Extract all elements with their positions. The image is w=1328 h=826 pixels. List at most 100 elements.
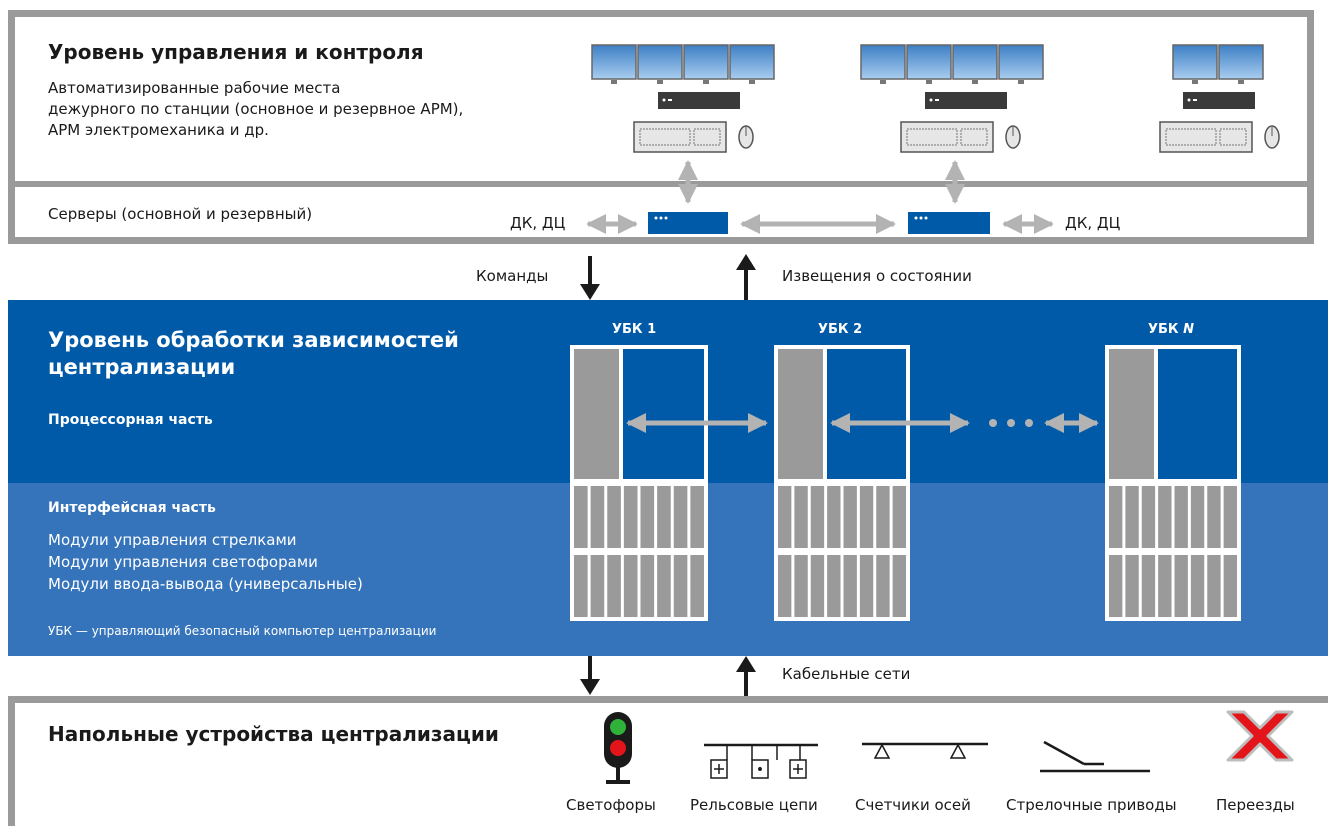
servers-label: Серверы (основной и резервный) [48, 205, 313, 223]
ubk-n-label: УБК N [1148, 322, 1194, 337]
workstation-3 [1159, 44, 1280, 153]
io-module-slot [876, 555, 890, 617]
io-module-slot [590, 555, 605, 617]
processing-level-title: Уровень обработки зависимостей централиз… [48, 327, 459, 381]
io-module-slot [794, 555, 808, 617]
device-label-signals: Светофоры [566, 796, 656, 814]
cables-label: Кабельные сети [782, 665, 911, 683]
io-module-slot [690, 555, 704, 617]
field-devices-frame [8, 696, 1328, 826]
io-module-slot [1174, 555, 1188, 617]
io-module-slot [640, 555, 655, 617]
dk-dc-left-label: ДК, ДЦ [510, 214, 566, 232]
io-module-slot [1109, 555, 1123, 617]
workstation-1 [591, 44, 775, 153]
io-module-slot [892, 486, 906, 548]
status-label: Извещения о состоянии [782, 267, 972, 285]
io-module-slot [1207, 555, 1221, 617]
ubk-n-suffix: N [1183, 322, 1194, 337]
device-label-track-circuits: Рельсовые цепи [690, 796, 818, 814]
processing-title-line-1: Уровень обработки зависимостей [48, 328, 459, 352]
module-line-3: Модули ввода-вывода (универсальные) [48, 575, 363, 593]
io-module-slot [623, 486, 638, 548]
io-module-slot [1223, 555, 1237, 617]
io-module-slot [690, 486, 704, 548]
io-module-slot [1190, 555, 1205, 617]
cable-down-arrow [580, 656, 600, 695]
module-line-1: Модули управления стрелками [48, 531, 297, 549]
workstation-2 [860, 44, 1044, 153]
io-module-slot [607, 486, 621, 548]
io-module-slot [574, 555, 588, 617]
module-line-2: Модули управления светофорами [48, 553, 318, 571]
device-label-axle-counters: Счетчики осей [855, 796, 971, 814]
keyboard-icon [633, 121, 727, 153]
ubk-footnote: УБК — управляющий безопасный компьютер ц… [48, 624, 437, 638]
io-module-slot [1207, 486, 1221, 548]
io-module-slot [794, 486, 808, 548]
dk-dc-right-label: ДК, ДЦ [1065, 214, 1121, 232]
server-backup-icon [908, 212, 990, 234]
processing-title-line-2: централизации [48, 355, 236, 379]
commands-label: Команды [476, 267, 549, 285]
track-circuit-icon [704, 743, 818, 779]
axle-counter-icon [862, 742, 988, 759]
io-module-slot [574, 486, 588, 548]
traffic-light-icon [604, 712, 632, 784]
io-module-slot [1109, 486, 1123, 548]
io-module-slot [827, 486, 841, 548]
ubk-2-label: УБК 2 [818, 322, 863, 337]
io-module-slot [876, 486, 890, 548]
io-module-slot [1158, 486, 1172, 548]
status-arrow [736, 254, 756, 300]
io-module-slot [810, 555, 825, 617]
io-modules [574, 486, 1237, 617]
io-module-slot [778, 486, 792, 548]
io-module-slot [607, 555, 621, 617]
io-module-slot [673, 555, 688, 617]
mouse-icon [738, 125, 754, 149]
cable-up-arrow [736, 656, 756, 696]
control-level-desc-1: Автоматизированные рабочие места [48, 79, 341, 97]
io-module-slot [1190, 486, 1205, 548]
io-module-slot [1174, 486, 1188, 548]
io-module-slot [640, 486, 655, 548]
io-module-slot [1125, 486, 1139, 548]
io-module-slot [1223, 486, 1237, 548]
io-module-slot [810, 486, 825, 548]
io-module-slot [827, 555, 841, 617]
crossing-icon [1226, 710, 1294, 762]
io-module-slot [657, 555, 671, 617]
ellipsis-dots [989, 419, 1033, 427]
io-module-slot [1141, 555, 1156, 617]
control-level-desc-2: дежурного по станции (основное и резервн… [48, 100, 464, 118]
io-module-slot [859, 555, 874, 617]
device-label-point-machines: Стрелочные приводы [1006, 796, 1177, 814]
io-module-slot [859, 486, 874, 548]
processor-part-label: Процессорная часть [48, 412, 213, 428]
commands-arrow [580, 256, 600, 300]
io-module-slot [843, 555, 857, 617]
control-level-title: Уровень управления и контроля [48, 40, 424, 64]
gray-connectors [586, 160, 1054, 234]
server-main-icon [648, 212, 728, 234]
io-module-slot [657, 486, 671, 548]
io-module-slot [778, 555, 792, 617]
device-label-crossings: Переезды [1216, 796, 1295, 814]
io-module-slot [1158, 555, 1172, 617]
io-module-slot [623, 555, 638, 617]
io-module-slot [843, 486, 857, 548]
io-module-slot [1141, 486, 1156, 548]
io-module-slot [590, 486, 605, 548]
interface-part-label: Интерфейсная часть [48, 500, 216, 516]
monitor-icon [591, 44, 775, 84]
ubk-1-label: УБК 1 [612, 322, 657, 337]
io-module-slot [892, 555, 906, 617]
servers-divider [8, 181, 1314, 187]
point-machine-icon [1040, 740, 1150, 773]
io-module-slot [673, 486, 688, 548]
ubk-n-prefix: УБК [1148, 322, 1179, 337]
system-unit-icon [658, 92, 740, 109]
io-module-slot [1125, 555, 1139, 617]
